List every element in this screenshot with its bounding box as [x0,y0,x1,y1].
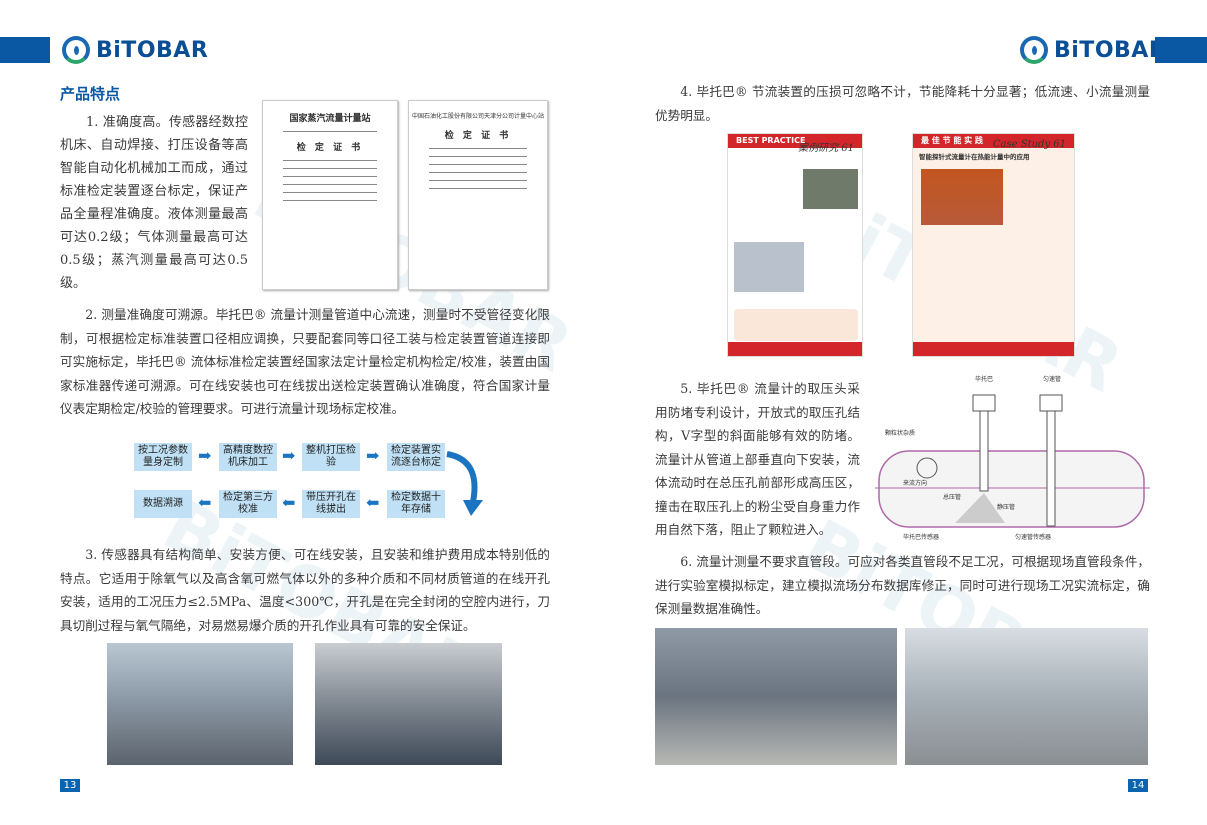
label-bitobar: 毕托巴 [975,375,993,383]
installation-photo [107,643,293,765]
arrow-right-icon: ➡ [282,446,296,465]
case-header: 最 佳 节 能 实 践 [913,134,1074,148]
flow-step: 数据溯源 [134,490,192,518]
calibration-photo [655,628,897,765]
label-uniform-sensor: 匀速管传感器 [1015,533,1051,541]
label-static-tube: 静压管 [997,503,1015,511]
feature-6: 6. 流量计测量不要求直管段。可应对各类直管段不足工况，可根据现场直管段条件，进… [655,554,1150,616]
flow-step: 整机打压检验 [302,443,360,471]
feature-5: 5. 毕托巴® 流量计的取压头采用防堵专利设计，开放式的取压孔结构，V字型的斜面… [655,381,860,537]
certificate-2: 中国石油化工股份有限公司天津分公司计量中心站 检 定 证 书 [408,100,548,290]
feature-2: 2. 测量准确度可溯源。毕托巴® 流量计测量管道中心流速，测量时不受管径变化限制… [60,307,550,416]
cert-org: 中国石油化工股份有限公司天津分公司计量中心站 [411,113,544,120]
label-total-tube: 总压管 [943,493,961,501]
flow-step: 检定第三方校准 [219,490,277,518]
label-particle: 颗粒状杂质 [885,429,915,437]
calibration-photo [905,628,1148,765]
installation-photo [315,643,502,765]
feature-1: 1. 准确度高。传感器经数控机床、自动焊接、打压设备等高智能自动化机械加工而成，… [60,115,248,291]
case-title: 案例研究 61 [798,143,854,154]
arrow-right-icon: ➡ [366,446,380,465]
label-uniform-tube: 匀速管 [1043,375,1061,383]
label-bitobar-sensor: 毕托巴传感器 [903,533,939,541]
label-flow-direction: 来流方向 [903,479,927,487]
feature-3: 3. 传感器具有结构简单、安装方便、可在线安装，且安装和维护费用成本特别低的特点… [60,547,550,633]
flow-step: 检定装置实流逐台标定 [387,443,445,471]
page-number: 13 [60,779,80,792]
header-bar-right [1155,37,1207,63]
curved-arrow-icon [446,451,483,516]
logo-icon [1020,36,1048,64]
arrow-left-icon: ⬅ [366,493,380,512]
section-title: 产品特点 [60,85,121,103]
pitot-tube-diagram: 毕托巴 匀速管 颗粒状杂质 来流方向 总压管 静压管 毕托巴传感器 匀速管传感器 [875,375,1150,541]
flow-step: 高精度数控机床加工 [219,443,277,471]
flow-step: 检定数据十年存储 [387,490,445,518]
case-header: BEST PRACTICE PROGRAMME [728,134,862,159]
flow-step: 按工况参数量身定制 [134,443,192,471]
logo-right: BiTOBAR [1020,36,1166,64]
arrow-right-icon: ➡ [198,446,212,465]
case-title: Case Study 61 [992,139,1066,150]
cert-org: 国家蒸汽流量计量站 [289,114,371,124]
logo-icon [62,36,90,64]
page-number: 14 [1128,779,1148,792]
feature-4: 4. 毕托巴® 节流装置的压损可忽略不计，节能降耗十分显著；低流速、小流量测量优… [655,84,1150,123]
cert-title: 检 定 证 书 [296,143,364,153]
case-study-1: BEST PRACTICE PROGRAMME 案例研究 61 [727,133,863,357]
certificate-1: 国家蒸汽流量计量站 检 定 证 书 [262,100,398,290]
header-bar-left [0,37,50,63]
cert-title: 检 定 证 书 [444,131,512,141]
arrow-left-icon: ⬅ [282,493,296,512]
flow-step: 带压开孔在线拔出 [302,490,360,518]
logo-text: BiTOBAR [96,37,209,63]
case-subtitle: 智能探针式流量计在热能计量中的应用 [919,153,1030,161]
logo-left: BiTOBAR [62,36,208,64]
case-study-2: 最 佳 节 能 实 践 Case Study 61 智能探针式流量计在热能计量中… [912,133,1075,357]
logo-text: BiTOBAR [1054,37,1167,63]
arrow-left-icon: ⬅ [198,493,212,512]
